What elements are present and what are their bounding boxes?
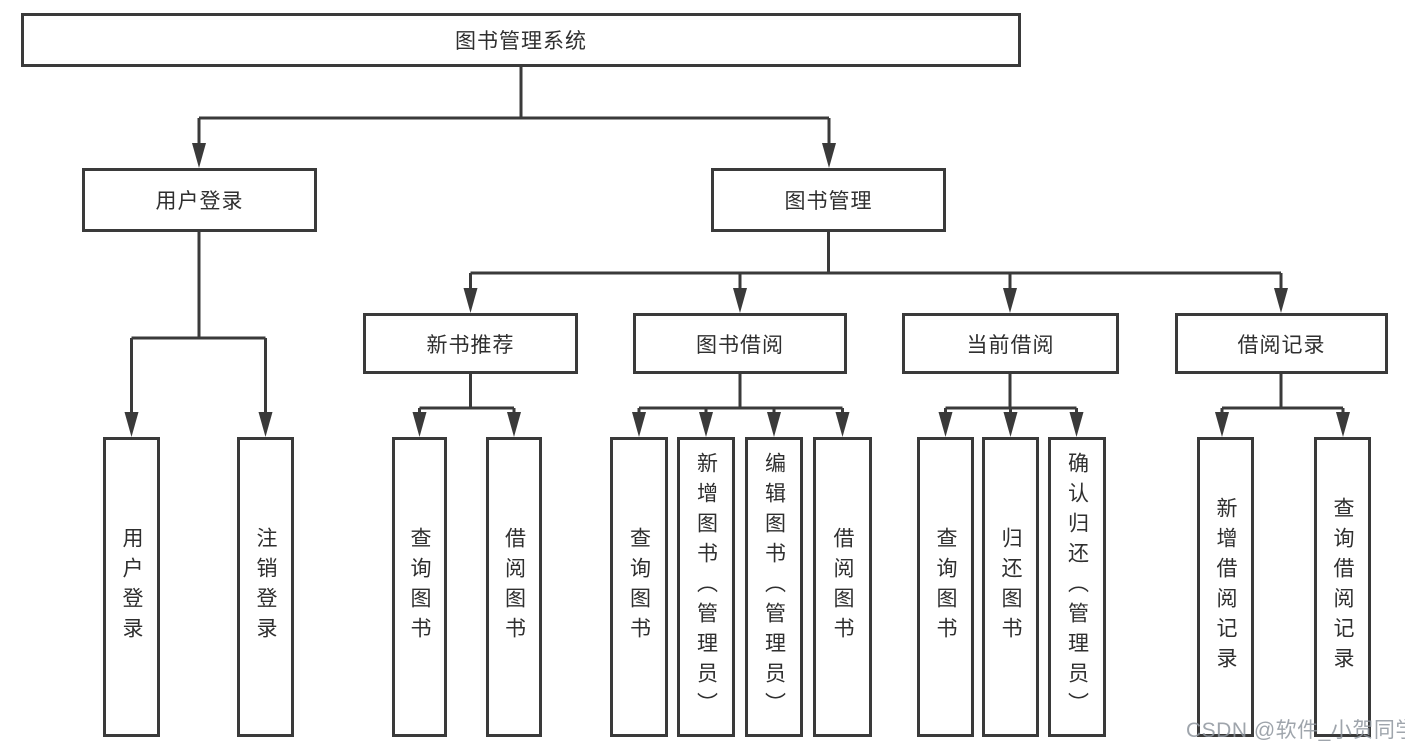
node-library-system-label: 图书管理系统 — [455, 30, 587, 53]
leaf-add-books-admin: 新增图书（管理员） — [677, 437, 735, 737]
leaf-return-books: 归还图书 — [982, 437, 1039, 737]
leaf-borrow-books-recommend: 借阅图书 — [486, 437, 542, 737]
node-current-borrowing-label: 当前借阅 — [966, 333, 1055, 357]
leaf-query-books-current: 查询图书 — [917, 437, 974, 737]
node-borrow-records-label: 借阅记录 — [1237, 333, 1326, 357]
node-user-login-label: 用户登录 — [155, 190, 244, 213]
node-user-login: 用户登录 — [82, 168, 317, 232]
node-library-system: 图书管理系统 — [21, 13, 1021, 67]
leaf-query-borrow-record-label: 查询借阅记录 — [1331, 497, 1354, 677]
leaf-add-borrow-record: 新增借阅记录 — [1197, 437, 1254, 737]
leaf-query-books-current-label: 查询图书 — [934, 527, 957, 647]
leaf-user-login: 用户登录 — [103, 437, 160, 737]
leaf-borrow-books-label: 借阅图书 — [831, 527, 854, 647]
node-borrow-records: 借阅记录 — [1175, 313, 1388, 374]
leaf-add-books-admin-label: 新增图书（管理员） — [694, 452, 718, 722]
leaf-query-books-borrowing-label: 查询图书 — [627, 527, 651, 647]
node-book-management-label: 图书管理 — [784, 190, 873, 213]
leaf-query-books-recommend: 查询图书 — [392, 437, 447, 737]
leaf-edit-books-admin-label: 编辑图书（管理员） — [762, 452, 786, 722]
leaf-logout: 注销登录 — [237, 437, 294, 737]
node-book-management: 图书管理 — [711, 168, 946, 232]
arrowheads — [124, 143, 1350, 437]
node-book-borrowing: 图书借阅 — [633, 313, 847, 374]
node-current-borrowing: 当前借阅 — [902, 313, 1119, 374]
leaf-borrow-books-recommend-label: 借阅图书 — [502, 527, 526, 647]
node-book-borrowing-label: 图书借阅 — [696, 333, 784, 357]
leaf-add-borrow-record-label: 新增借阅记录 — [1214, 497, 1237, 677]
node-new-book-recommend: 新书推荐 — [363, 313, 578, 374]
leaf-logout-label: 注销登录 — [254, 527, 277, 647]
leaf-user-login-label: 用户登录 — [120, 527, 143, 647]
leaf-confirm-return-admin-label: 确认归还（管理员） — [1065, 452, 1089, 722]
leaf-query-books-recommend-label: 查询图书 — [408, 527, 431, 647]
leaf-query-books-borrowing: 查询图书 — [610, 437, 668, 737]
node-new-book-recommend-label: 新书推荐 — [426, 333, 515, 357]
csdn-watermark: CSDN @软件_小贺同学 — [1186, 719, 1405, 742]
leaf-confirm-return-admin: 确认归还（管理员） — [1048, 437, 1106, 737]
leaf-borrow-books: 借阅图书 — [813, 437, 872, 737]
leaf-edit-books-admin: 编辑图书（管理员） — [745, 437, 803, 737]
leaf-query-borrow-record: 查询借阅记录 — [1314, 437, 1371, 737]
leaf-return-books-label: 归还图书 — [999, 527, 1022, 647]
